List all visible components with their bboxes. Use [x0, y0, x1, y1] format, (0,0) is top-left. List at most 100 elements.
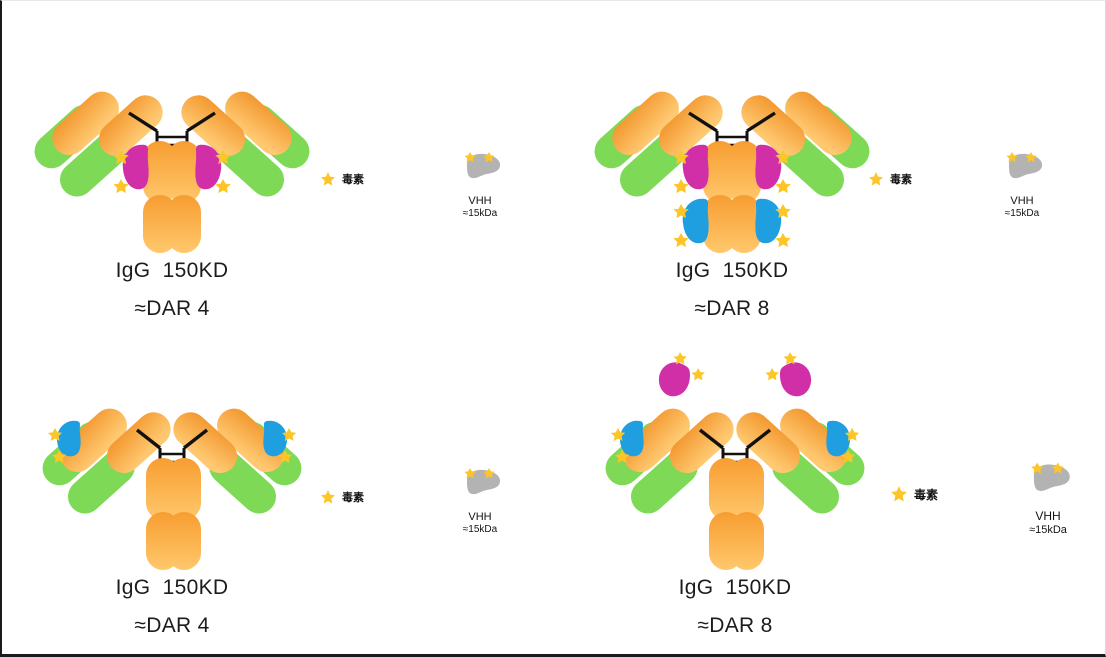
heavy-chain-ch3-right [727, 195, 761, 253]
vhh-blob-icon [57, 420, 81, 457]
legend-vhh-top-right: VHH ≈15kDa [987, 149, 1057, 219]
legend-vhh-mass: ≈15kDa [1004, 208, 1040, 219]
vhh-blob-icon [826, 420, 850, 457]
star-icon [840, 450, 856, 463]
igg-antibody-icon [594, 91, 870, 253]
igg-antibody-icon [34, 91, 310, 253]
star-icon [673, 204, 689, 219]
heavy-chain-ch1-domain [173, 412, 238, 474]
heavy-chain-ch2-right [730, 458, 764, 520]
panel-caption-line2: ≈DAR 8 [697, 614, 773, 637]
igg-antibody-icon [605, 352, 865, 570]
star-icon [783, 352, 797, 365]
vhh-blob-icon [755, 198, 782, 244]
legend-vhh-name: VHH [1010, 195, 1034, 207]
legend-toxin-top-right: 毒素 [868, 171, 912, 187]
vhh-conjugate-ch3-right [755, 198, 791, 248]
legend-toxin-top-left: 毒素 [320, 171, 364, 187]
star-icon [1051, 462, 1064, 474]
heavy-chain-vh-domain [623, 408, 690, 473]
vhh-conjugate-light-chain-tip-right [263, 420, 297, 463]
star-icon [215, 150, 231, 165]
vhh-conjugate-ch2-right [755, 144, 791, 194]
star-icon [51, 450, 67, 463]
vhh-conjugate-ch2-left [673, 144, 709, 194]
legend-toxin-label: 毒素 [914, 487, 939, 502]
fc-region [143, 141, 201, 253]
star-icon [614, 450, 630, 463]
star-icon [610, 428, 626, 441]
panel-caption-line2: ≈DAR 4 [134, 614, 210, 637]
panel-caption-line2: ≈DAR 4 [134, 297, 210, 320]
star-icon [775, 204, 791, 219]
heavy-chain-vh-domain [225, 91, 292, 156]
star-icon [215, 179, 231, 194]
star-icon [775, 150, 791, 165]
vhh-conjugate-ch3-left [673, 198, 709, 248]
heavy-chain-ch3-right [167, 512, 201, 570]
vhh-blob-icon [122, 144, 149, 190]
star-icon [673, 179, 689, 194]
heavy-chain-ch1-domain [98, 95, 163, 157]
legend-vhh-name: VHH [468, 195, 492, 207]
heavy-chain-ch3-right [167, 195, 201, 253]
vhh-blob-icon [620, 420, 644, 457]
heavy-chain-vh-domain [780, 408, 847, 473]
heavy-chain-vh-domain [52, 91, 119, 156]
heavy-chain-vh-domain [217, 408, 284, 473]
vhh-conjugate-fab-upper-left [658, 352, 705, 397]
star-icon [775, 233, 791, 248]
heavy-chain-vh-domain [612, 91, 679, 156]
heavy-chain-vh-domain [785, 91, 852, 156]
fc-region [709, 458, 764, 570]
vhh-blob-icon [1031, 462, 1070, 491]
star-icon [321, 172, 335, 186]
legend-vhh-top-left: VHH ≈15kDa [445, 149, 515, 219]
heavy-chain-ch1-domain [736, 412, 801, 474]
star-icon [277, 450, 293, 463]
legend-vhh-name: VHH [1035, 509, 1061, 523]
panel-caption-line2: ≈DAR 8 [694, 297, 770, 320]
fc-region [146, 458, 201, 570]
star-icon [464, 468, 476, 479]
vhh-blob-icon [1006, 152, 1043, 179]
panel-caption-line1: IgG 150KD [115, 576, 229, 599]
star-icon [47, 428, 63, 441]
fc-region [703, 141, 761, 253]
legend-toxin-bottom-right: 毒素 [890, 485, 938, 503]
legend-toxin-label: 毒素 [342, 174, 364, 186]
legend-vhh-mass: ≈15kDa [462, 524, 498, 535]
star-icon [775, 179, 791, 194]
igg-antibody-icon [42, 408, 302, 570]
vhh-blob-icon [195, 144, 222, 190]
star-icon [891, 486, 907, 502]
fab-arm-right [181, 91, 310, 197]
vhh-conjugate-light-chain-tip-right [826, 420, 860, 463]
star-icon [673, 352, 687, 365]
legend-vhh-mass: ≈15kDa [462, 208, 498, 219]
vhh-conjugate-fab-upper-right [765, 352, 812, 397]
heavy-chain-ch1-domain [669, 412, 734, 474]
heavy-chain-vh-domain [60, 408, 127, 473]
legend-vhh-bottom-right: VHH ≈15kDa [1010, 459, 1086, 536]
vhh-blob-icon [682, 144, 709, 190]
star-icon [844, 428, 860, 441]
vhh-blob-icon [263, 420, 287, 457]
star-icon [1006, 152, 1018, 163]
legend-toxin-bottom-left: 毒素 [320, 489, 364, 505]
heavy-chain-ch2-right [167, 458, 201, 520]
heavy-chain-ch1-domain [658, 95, 723, 157]
star-icon [673, 150, 689, 165]
star-icon [1025, 152, 1037, 163]
heavy-chain-ch2-right [727, 141, 761, 203]
vhh-conjugate-ch1-inner-left [113, 144, 149, 194]
vhh-blob-icon [464, 152, 501, 179]
star-icon [281, 428, 297, 441]
vhh-blob-icon [464, 468, 501, 495]
fab-arm-right [741, 91, 870, 197]
star-icon [113, 150, 129, 165]
fab-arm-left [594, 91, 723, 197]
star-icon [113, 179, 129, 194]
star-icon [869, 172, 883, 186]
star-icon [673, 233, 689, 248]
